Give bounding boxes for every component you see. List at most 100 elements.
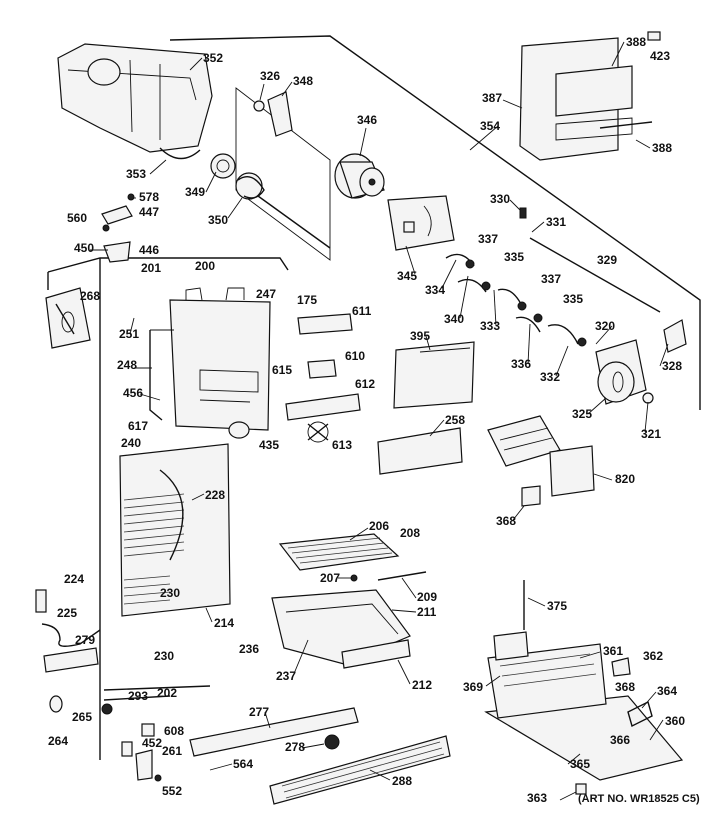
callout-202: 202: [157, 686, 177, 700]
callout-345: 345: [397, 269, 417, 283]
callout-617: 617: [128, 419, 148, 433]
callout-368: 368: [496, 514, 516, 528]
lower-frame-part: [49, 685, 211, 715]
control-panel-part: [387, 195, 455, 251]
callout-364: 364: [657, 684, 677, 698]
callout-366: 366: [610, 733, 630, 747]
callout-328: 328: [662, 359, 682, 373]
callout-375: 375: [547, 599, 567, 613]
ice-maker-motor-part: [595, 319, 687, 405]
callout-361: 361: [603, 644, 623, 658]
callout-240: 240: [121, 436, 141, 450]
callout-261: 261: [162, 744, 182, 758]
callout-447: 447: [139, 205, 159, 219]
evaporator-coil-part: [119, 443, 231, 617]
callout-279: 279: [75, 633, 95, 647]
callout-388b: 388: [652, 141, 672, 155]
ice-maker-part: [487, 415, 595, 507]
callout-333: 333: [480, 319, 500, 333]
rail-and-grille-parts: [189, 707, 451, 805]
storage-bin-part: [271, 589, 411, 669]
callout-208: 208: [400, 526, 420, 540]
callout-278: 278: [285, 740, 305, 754]
callout-350: 350: [208, 213, 228, 227]
callout-334: 334: [425, 283, 445, 297]
cabinet-outline: [47, 35, 701, 760]
art-number: (ART NO. WR18525 C5): [578, 793, 700, 805]
callout-349: 349: [185, 185, 205, 199]
callout-225: 225: [57, 606, 77, 620]
callout-363: 363: [527, 791, 547, 805]
callout-320: 320: [595, 319, 615, 333]
light-socket-parts: [101, 193, 135, 263]
callout-336: 336: [511, 357, 531, 371]
callout-613: 613: [332, 438, 352, 452]
ice-bucket-part: [57, 43, 213, 160]
wire-shelf-part: [278, 533, 427, 582]
callout-211: 211: [417, 605, 437, 619]
light-shield-part: [45, 287, 91, 349]
callout-360: 360: [665, 714, 685, 728]
callout-450: 450: [74, 241, 94, 255]
callout-423: 423: [650, 49, 670, 63]
callout-288: 288: [392, 774, 412, 788]
dispenser-door-part: [519, 31, 661, 161]
callout-387: 387: [482, 91, 502, 105]
callout-293: 293: [128, 689, 148, 703]
callout-564: 564: [233, 757, 253, 771]
callout-615: 615: [272, 363, 292, 377]
machine-compartment-parts: [484, 580, 684, 795]
callout-labels: 352 326 348 346 388 423 387 354 388 353 …: [48, 35, 700, 805]
callout-395: 395: [410, 329, 430, 343]
callout-236: 236: [239, 642, 259, 656]
callout-611: 611: [352, 304, 372, 318]
callout-335: 335: [504, 250, 524, 264]
linkage-parts: [445, 207, 661, 347]
callout-353: 353: [126, 167, 146, 181]
drain-parts: [35, 589, 101, 673]
callout-352: 352: [203, 51, 223, 65]
callout-251: 251: [119, 327, 139, 341]
callout-330: 330: [490, 192, 510, 206]
callout-446: 446: [139, 243, 159, 257]
callout-224: 224: [64, 572, 84, 586]
auger-motor-part: [334, 153, 385, 199]
callout-264: 264: [48, 734, 68, 748]
callout-268: 268: [80, 289, 100, 303]
callout-201: 201: [141, 261, 161, 275]
callout-612: 612: [355, 377, 375, 391]
callout-610: 610: [345, 349, 365, 363]
leader-lines: [90, 41, 669, 801]
callout-435: 435: [259, 438, 279, 452]
callout-206: 206: [369, 519, 389, 533]
callout-369: 369: [463, 680, 483, 694]
callout-388: 388: [626, 35, 646, 49]
callout-331: 331: [546, 215, 566, 229]
callout-237: 237: [276, 669, 296, 683]
callout-248: 248: [117, 358, 137, 372]
callout-326: 326: [260, 69, 280, 83]
callout-335b: 335: [563, 292, 583, 306]
callout-337: 337: [478, 232, 498, 246]
callout-214: 214: [214, 616, 234, 630]
fan-bracket-parts: [285, 313, 361, 443]
callout-265: 265: [72, 710, 92, 724]
callout-552: 552: [162, 784, 182, 798]
callout-321: 321: [641, 427, 661, 441]
callout-578: 578: [139, 190, 159, 204]
callout-329: 329: [597, 253, 617, 267]
callout-332: 332: [540, 370, 560, 384]
callout-560: 560: [67, 211, 87, 225]
callout-368b: 368: [615, 680, 635, 694]
callout-452: 452: [142, 736, 162, 750]
auger-parts: [210, 87, 331, 261]
callout-456: 456: [123, 386, 143, 400]
callout-340: 340: [444, 312, 464, 326]
dispenser-panels: [377, 341, 475, 475]
callout-200: 200: [195, 259, 215, 273]
callout-277: 277: [249, 705, 269, 719]
callout-230b: 230: [154, 649, 174, 663]
callout-230: 230: [160, 586, 180, 600]
callout-608: 608: [164, 724, 184, 738]
